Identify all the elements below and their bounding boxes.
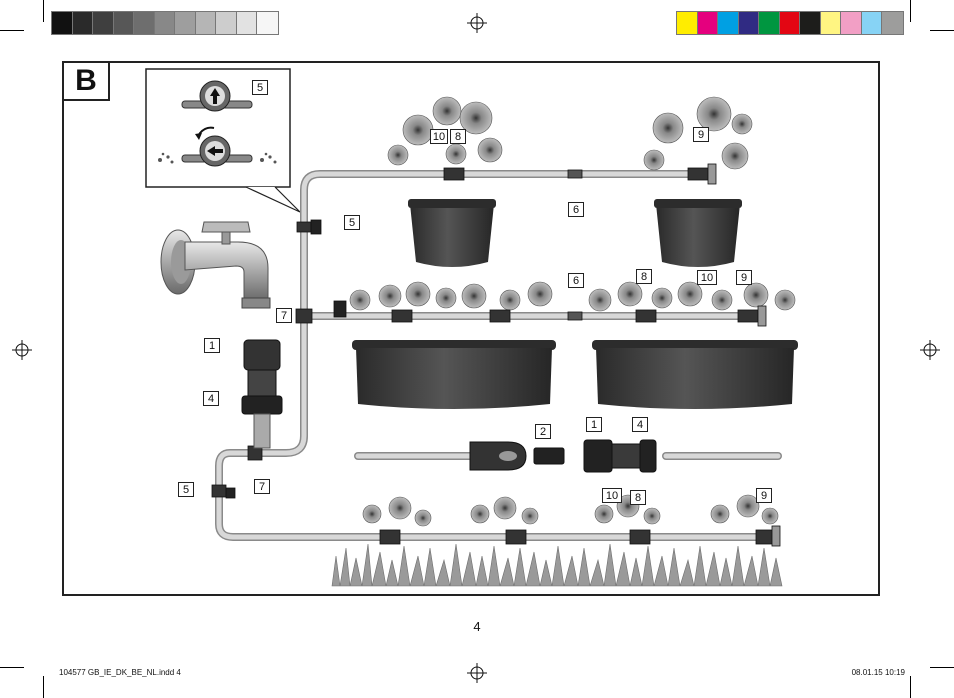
color-swatch: [881, 11, 904, 35]
color-swatch: [758, 11, 781, 35]
color-swatch: [799, 11, 822, 35]
registration-mark: [12, 13, 940, 683]
crop-mark: [43, 0, 44, 22]
color-swatch: [153, 11, 177, 35]
grass-bed: [331, 543, 783, 587]
callout-kit-filter: 4: [632, 417, 648, 432]
color-swatch: [51, 11, 74, 35]
callout-inset-meter: 5: [252, 80, 268, 95]
flower-pot: [408, 199, 496, 267]
figure-label: B: [62, 61, 110, 101]
callout-tee-bottom: 7: [254, 479, 270, 494]
crop-mark: [910, 0, 911, 22]
planter-box: [592, 340, 798, 409]
callout-pot-dripper: 10: [430, 129, 448, 144]
color-swatch: [860, 11, 884, 35]
crop-mark: [0, 667, 24, 668]
callout-bed-dripper: 10: [602, 488, 622, 503]
color-swatch: [71, 11, 95, 35]
callout-top-joint: 6: [568, 202, 584, 217]
color-swatch: [717, 11, 740, 35]
flower-pot: [654, 199, 742, 267]
color-swatch: [256, 11, 279, 35]
callout-regulator: 1: [204, 338, 220, 353]
color-swatch: [133, 11, 156, 35]
color-swatch: [194, 11, 218, 35]
water-tap: [160, 221, 271, 309]
color-swatch: [235, 11, 259, 35]
crop-mark: [930, 30, 954, 31]
pressure-regulator: [241, 339, 283, 449]
crop-mark: [43, 676, 44, 698]
callout-meter-lower: 5: [178, 482, 194, 497]
callout-pot-connector: 8: [450, 129, 466, 144]
planter-box: [352, 340, 556, 409]
callout-bed-endcap: 9: [756, 488, 772, 503]
color-swatch: [174, 11, 197, 35]
callout-box-dripper: 10: [697, 270, 717, 285]
color-swatch: [840, 11, 863, 35]
callout-water-meter: 5: [344, 215, 360, 230]
footer-file: 104577 GB_IE_DK_BE_NL.indd 4: [59, 668, 181, 677]
callout-box-endcap: 9: [736, 270, 752, 285]
crop-mark: [930, 667, 954, 668]
connector-kit: [469, 439, 657, 473]
callout-kit-regulator: 1: [586, 417, 602, 432]
figure-frame: [62, 61, 880, 596]
callout-pot-endcap: 9: [693, 127, 709, 142]
crop-mark: [0, 30, 24, 31]
crop-mark: [910, 676, 911, 698]
color-swatch: [737, 11, 761, 35]
color-swatch: [92, 11, 115, 35]
callout-box-connector: 8: [636, 269, 652, 284]
footer-date: 08.01.15 10:19: [851, 668, 905, 677]
color-swatch: [215, 11, 238, 35]
color-swatch: [778, 11, 802, 35]
callout-filter: 4: [203, 391, 219, 406]
callout-quick-connector: 2: [535, 424, 551, 439]
fittings: [211, 163, 781, 547]
color-swatch: [112, 11, 136, 35]
callout-bed-connector: 8: [630, 490, 646, 505]
callout-tee-top: 7: [276, 308, 292, 323]
color-swatch: [819, 11, 843, 35]
color-swatch: [676, 11, 699, 35]
page-number: 4: [473, 619, 481, 634]
callout-box-joint: 6: [568, 273, 584, 288]
color-swatch: [696, 11, 720, 35]
flowers: [349, 96, 796, 312]
